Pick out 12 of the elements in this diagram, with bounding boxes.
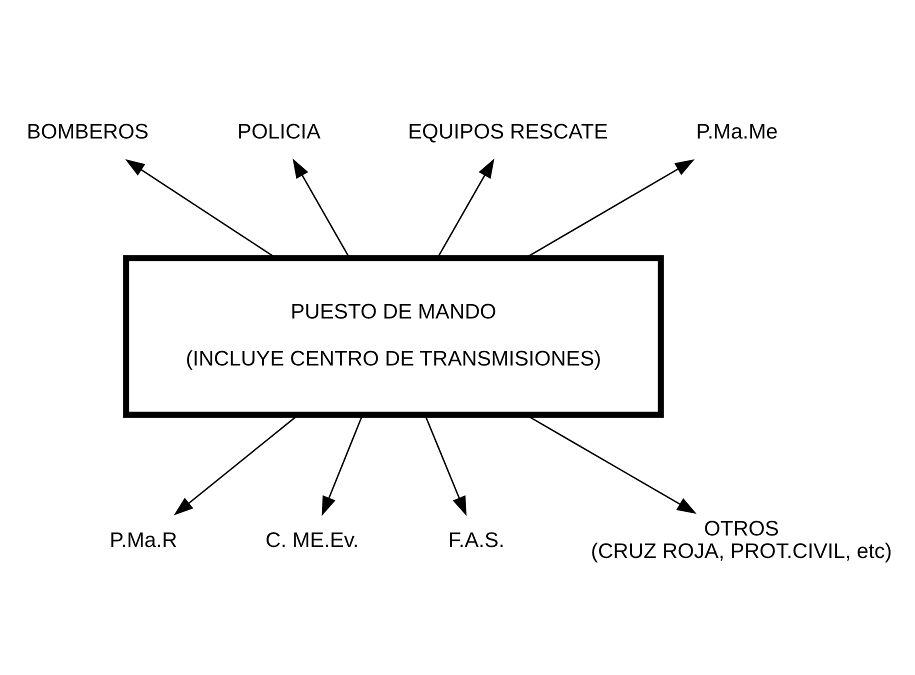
- node-box: PUESTO DE MANDO (INCLUYE CENTRO DE TRANSMISIONES): [123, 254, 664, 418]
- node-text: POLICIA: [237, 120, 321, 144]
- node-text: F.A.S.: [448, 528, 504, 552]
- arrow: [125, 158, 276, 258]
- node-text: OTROS (CRUZ ROJA, PROT.CIVIL, etc): [590, 517, 892, 563]
- arrow: [436, 158, 494, 258]
- node-text: P.Ma.Me: [696, 120, 778, 144]
- node-text: EQUIPOS RESCATE: [408, 120, 608, 144]
- node-text: P.Ma.R: [110, 528, 178, 552]
- node-text: BOMBEROS: [26, 120, 149, 144]
- node-text: C. ME.Ev.: [265, 528, 359, 552]
- arrow: [292, 158, 350, 258]
